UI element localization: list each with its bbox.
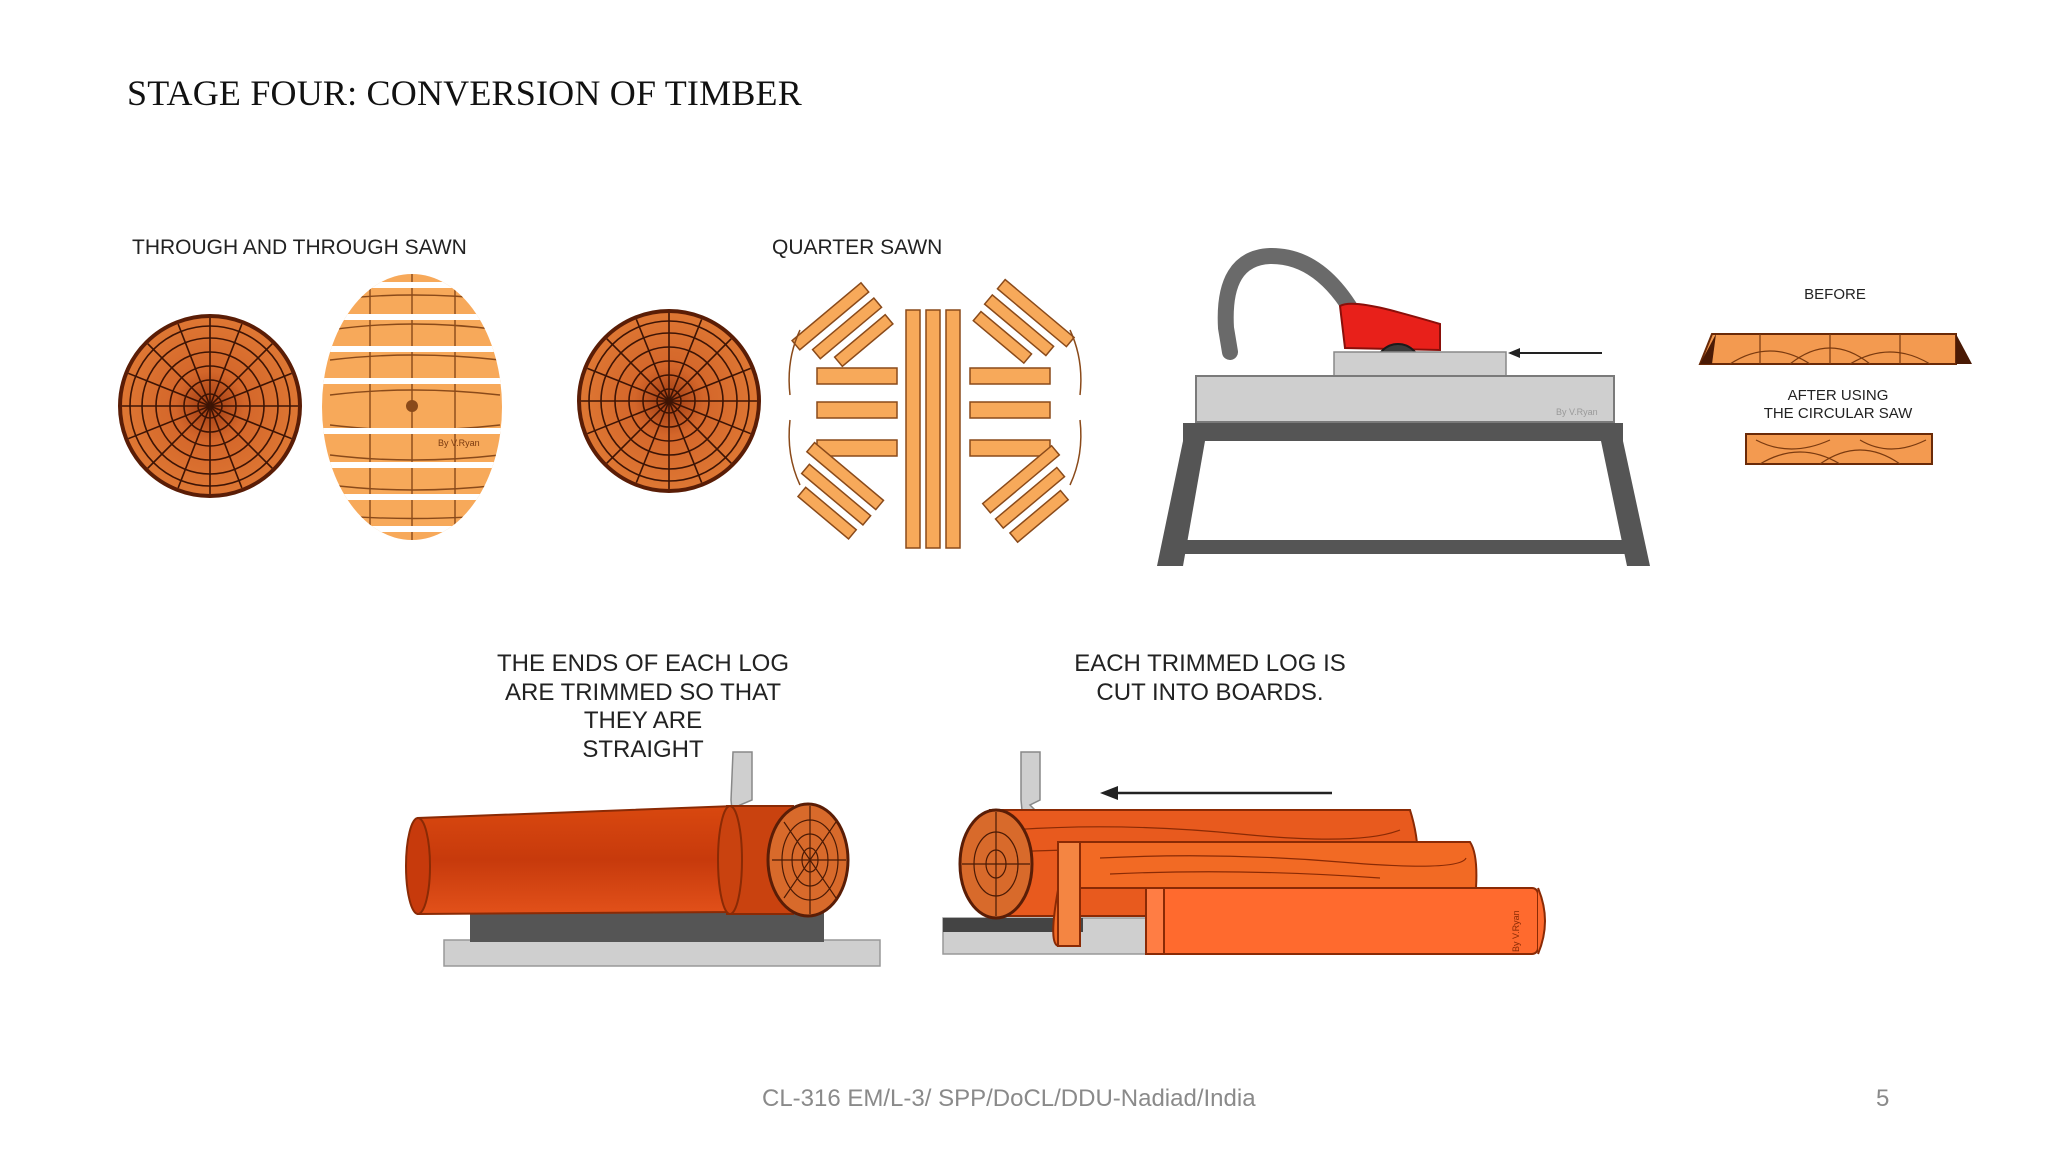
trimming-log-illustration xyxy=(405,751,881,967)
after-label-line2: THE CIRCULAR SAW xyxy=(1763,405,1913,422)
cutting-caption: EACH TRIMMED LOG IS CUT INTO BOARDS. xyxy=(1050,650,1370,707)
saw-credit: By V.Ryan xyxy=(1556,407,1598,417)
trimming-caption-line4: STRAIGHT xyxy=(582,735,704,763)
through-and-through-boards: By V.Ryan xyxy=(322,274,502,540)
page-number: 5 xyxy=(1876,1085,1890,1112)
quarter-sawn-label: QUARTER SAWN xyxy=(772,236,943,259)
after-label: AFTER USING THE CIRCULAR SAW xyxy=(1745,387,1931,423)
through-credit: By V.Ryan xyxy=(438,438,480,448)
cutting-caption-line1: EACH TRIMMED LOG IS xyxy=(1074,650,1346,677)
cutting-caption-line2: CUT INTO BOARDS. xyxy=(1096,678,1324,706)
quarter-sawn-pieces xyxy=(788,278,1082,549)
slide-title: STAGE FOUR: CONVERSION OF TIMBER xyxy=(127,73,802,113)
trimming-caption-line3: THEY ARE xyxy=(583,707,703,734)
circular-saw-bench: By V.Ryan xyxy=(1157,247,1650,566)
footer-text: CL-316 EM/L-3/ SPP/DoCL/DDU-Nadiad/India xyxy=(762,1085,1256,1112)
after-board xyxy=(1745,433,1933,465)
before-label: BEFORE xyxy=(1804,286,1866,303)
after-label-line1: AFTER USING xyxy=(1787,387,1889,404)
boards-credit: By V.Ryan xyxy=(1511,910,1521,952)
trimming-caption: THE ENDS OF EACH LOG ARE TRIMMED SO THAT… xyxy=(470,650,816,764)
quarter-sawn-log-end xyxy=(577,309,761,493)
through-and-through-label: THROUGH AND THROUGH SAWN xyxy=(132,236,467,259)
trimming-caption-line2: ARE TRIMMED SO THAT xyxy=(504,678,782,706)
trimming-caption-line1: THE ENDS OF EACH LOG xyxy=(496,650,790,677)
through-and-through-log-end xyxy=(118,314,302,498)
cutting-boards-illustration: By V.Ryan xyxy=(942,751,1546,955)
before-board xyxy=(1698,333,1972,365)
